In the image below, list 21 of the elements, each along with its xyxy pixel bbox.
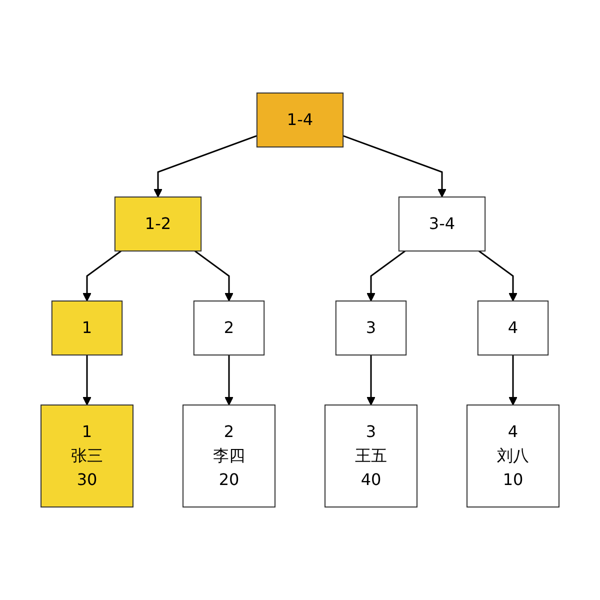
node-box: 3 王五 40 bbox=[324, 404, 418, 508]
node-box: 3-4 bbox=[398, 196, 486, 252]
arrow bbox=[82, 250, 122, 302]
node-box: 1 张三 30 bbox=[40, 404, 134, 508]
arrow bbox=[224, 355, 234, 406]
arrow bbox=[342, 135, 446, 198]
node-box: 1-4 bbox=[256, 92, 344, 148]
arrow bbox=[478, 250, 518, 302]
arrow bbox=[508, 355, 518, 406]
node-box: 1 bbox=[51, 300, 123, 356]
arrow bbox=[366, 355, 376, 406]
node-box: 2 李四 20 bbox=[182, 404, 276, 508]
node-box: 2 bbox=[193, 300, 265, 356]
node-box: 1-2 bbox=[114, 196, 202, 252]
arrow bbox=[82, 355, 92, 406]
node-box: 4 bbox=[477, 300, 549, 356]
arrow bbox=[366, 250, 406, 302]
node-box: 4 刘八 10 bbox=[466, 404, 560, 508]
node-box: 3 bbox=[335, 300, 407, 356]
arrow bbox=[194, 250, 234, 302]
arrow bbox=[154, 135, 258, 198]
